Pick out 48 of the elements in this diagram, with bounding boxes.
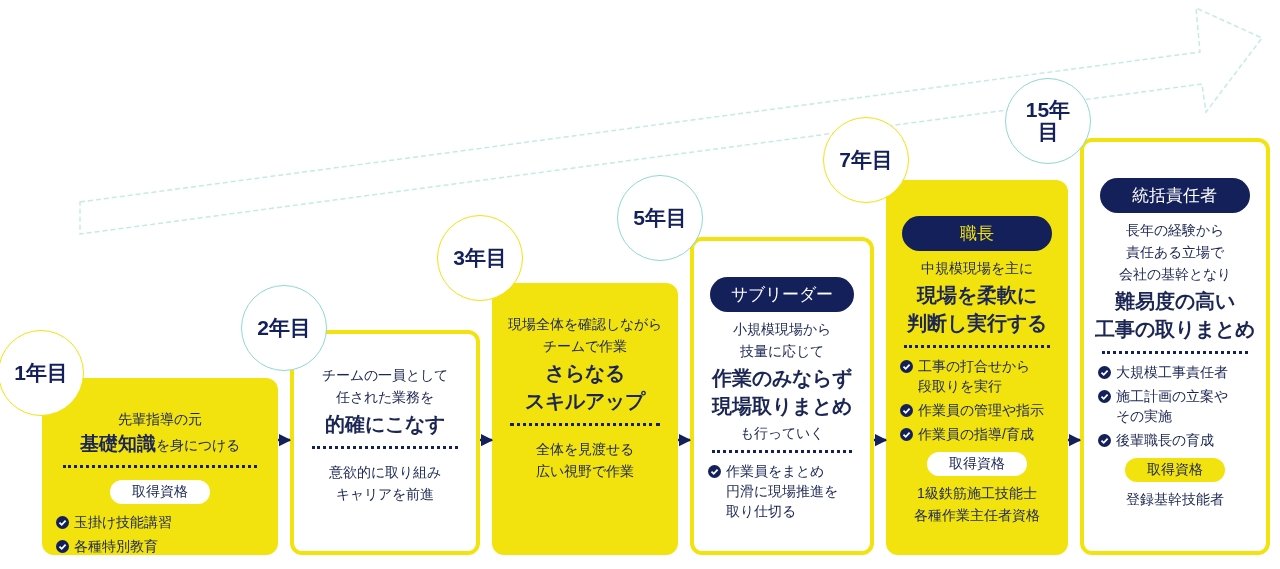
description-text: 先輩指導の元 <box>118 410 202 429</box>
step-card <box>1080 138 1270 555</box>
list-item-text: 玉掛け技能講習 <box>74 513 172 532</box>
headline-text: 現場を柔軟に判断し実行する <box>907 283 1047 336</box>
qualification-badge: 取得資格 <box>110 480 210 504</box>
headline-text: 基礎知識を身につける <box>80 432 240 456</box>
list-item-text: 大規模工事責任者 <box>1116 363 1228 382</box>
year-label: 15年目 <box>1024 98 1072 144</box>
role-badge: 統括責任者 <box>1100 178 1250 213</box>
description-text: 中規模現場を主に <box>921 259 1033 278</box>
arrow <box>874 433 888 447</box>
role-badge: サブリーダー <box>710 277 854 312</box>
description-text: 登録基幹技能者 <box>1126 490 1224 509</box>
list-item-text: 作業員をまとめ円滑に現場推進を取り仕切る <box>726 462 838 521</box>
list-item-text: 作業員の管理や指示 <box>918 401 1044 420</box>
description-text: 各種作業主任者資格 <box>914 506 1040 525</box>
year-label: 1年目 <box>13 361 69 384</box>
list-item-text: 施工計画の立案やその実施 <box>1116 387 1228 426</box>
year-label: 7年目 <box>838 148 894 171</box>
description-text: も行っていく <box>740 424 824 443</box>
qualification-badge: 取得資格 <box>927 452 1027 476</box>
list-item-text: 各種特別教育 <box>74 537 158 556</box>
list-item-text: 後輩職長の育成 <box>1116 431 1214 450</box>
year-label: 2年目 <box>256 316 312 339</box>
description-text: 1級鉄筋施工技能士 <box>917 484 1037 503</box>
description-text: 全体を見渡せる広い視野で作業 <box>536 440 634 481</box>
description-text: 小規模現場から技量に応じて <box>733 320 831 361</box>
description-text: 長年の経験から責任ある立場で会社の基幹となり <box>1119 221 1231 284</box>
year-label: 5年目 <box>632 206 688 229</box>
list-item-text: 作業員の指導/育成 <box>918 425 1034 444</box>
step-card <box>492 283 678 555</box>
qualification-badge: 取得資格 <box>1125 458 1225 482</box>
arrow <box>278 433 292 447</box>
description-text: チームの一員として任された業務を <box>322 366 448 407</box>
list-item-text: 工事の打合せから段取りを実行 <box>918 357 1030 396</box>
step-card <box>690 237 874 555</box>
year-label: 3年目 <box>452 246 508 269</box>
role-badge: 職長 <box>902 216 1052 251</box>
headline-text: さらなるスキルアップ <box>525 361 645 414</box>
description-text: 意欲的に取り組みキャリアを前進 <box>329 463 441 504</box>
arrow <box>678 433 692 447</box>
headline-text: 作業のみならず現場取りまとめ <box>712 366 852 419</box>
arrow <box>480 433 494 447</box>
step-card <box>886 180 1068 555</box>
headline-text: 難易度の高い工事の取りまとめ <box>1095 289 1255 342</box>
description-text: 現場全体を確認しながらチームで作業 <box>508 315 662 356</box>
headline-text: 的確にこなす <box>325 412 445 437</box>
arrow <box>1068 433 1082 447</box>
